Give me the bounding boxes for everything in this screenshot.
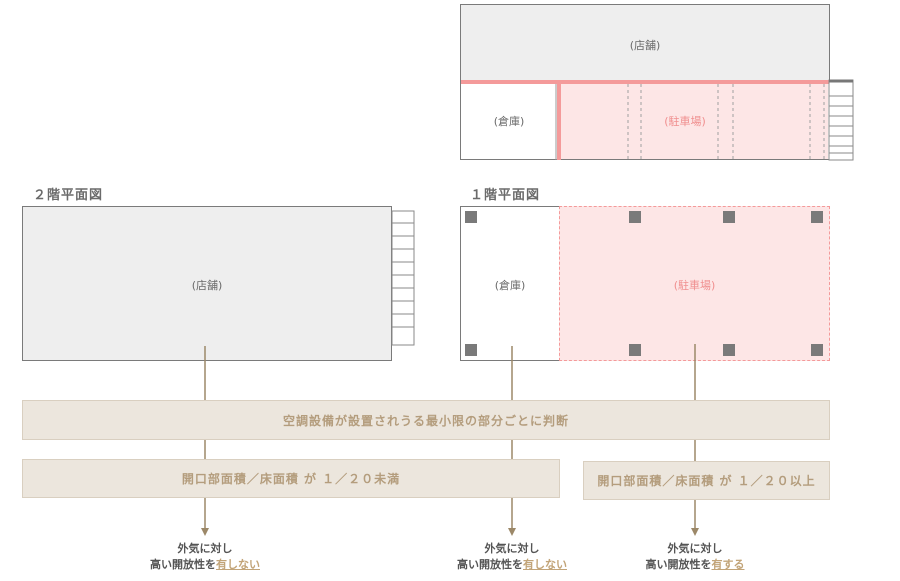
result-right: 外気に対し 高い開放性を有する — [610, 541, 780, 573]
judgement-bar: 空調設備が設置されうる最小限の部分ごとに判断 — [22, 400, 830, 440]
ratio-under-bar: 開口部面積／床面積 が １／２０未満 — [22, 459, 560, 498]
result-middle-prefix: 高い開放性を — [457, 558, 523, 571]
floor1-parking-label: (駐車場) — [673, 279, 716, 292]
top-parking-label: (駐車場) — [664, 115, 706, 128]
result-middle: 外気に対し 高い開放性を有しない — [427, 541, 597, 573]
ratio-over-bar: 開口部面積／床面積 が １／２０以上 — [583, 461, 830, 500]
floor1-parking — [559, 206, 830, 361]
result-right-highlight: 有する — [711, 558, 745, 571]
result-middle-line1: 外気に対し — [484, 542, 540, 555]
result-left-line1: 外気に対し — [177, 542, 233, 555]
top-parking-area — [560, 84, 828, 159]
floor2-stair — [391, 210, 415, 346]
result-left-highlight: 有しない — [216, 558, 260, 571]
top-store-area — [461, 5, 829, 81]
floor1-title: １階平面図 — [470, 188, 541, 203]
floor2-store-label: (店舗) — [191, 279, 223, 292]
floor1-warehouse — [460, 206, 560, 361]
top-stair — [828, 79, 854, 161]
result-left-prefix: 高い開放性を — [150, 558, 216, 571]
floor1-warehouse-label: (倉庫) — [494, 279, 526, 292]
result-middle-highlight: 有しない — [523, 558, 567, 571]
floor1-columns — [465, 211, 823, 356]
top-store-label: (店舗) — [629, 39, 661, 52]
top-dashed-columns — [627, 84, 825, 159]
floor2-title: ２階平面図 — [33, 188, 104, 203]
top-warehouse-label: (倉庫) — [493, 115, 525, 128]
flow-connectors — [201, 344, 699, 536]
result-right-line1: 外気に対し — [667, 542, 723, 555]
result-left: 外気に対し 高い開放性を有しない — [120, 541, 290, 573]
result-right-prefix: 高い開放性を — [645, 558, 712, 571]
floor2-store — [22, 206, 392, 361]
